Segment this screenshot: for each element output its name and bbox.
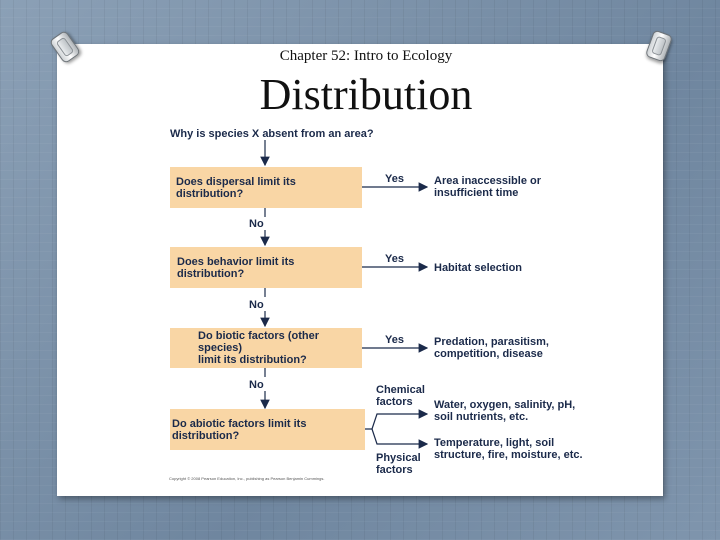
yes-label: Yes — [385, 334, 404, 346]
factor-label: Physical — [376, 452, 421, 464]
no-label: No — [249, 299, 264, 311]
factor-label: factors — [376, 464, 413, 476]
outcome-text: Water, oxygen, salinity, pH, — [434, 399, 576, 411]
question-text: Do abiotic factors limit its distributio… — [172, 417, 307, 442]
outcome-text: Temperature, light, soil — [434, 437, 555, 449]
outcome-text: insufficient time — [434, 187, 519, 199]
outcome-text: structure, fire, moisture, etc. — [434, 449, 583, 461]
chapter-heading: Chapter 52: Intro to Ecology — [279, 48, 453, 64]
outcome-text: Predation, parasitism, — [434, 336, 549, 348]
factor-label: Chemical — [376, 384, 425, 396]
outcome-text: Habitat selection — [434, 262, 523, 274]
question-box: Do biotic factors (other species) limit … — [170, 328, 362, 368]
yes-label: Yes — [385, 173, 404, 185]
question-text: Do biotic factors (other species) — [198, 330, 320, 354]
no-label: No — [249, 218, 264, 230]
copyright-notice: Copyright © 2008 Pearson Education, Inc.… — [169, 476, 325, 481]
outcome-text: competition, disease — [434, 348, 543, 360]
root-question: Why is species X absent from an area? — [170, 128, 374, 140]
branch-connector — [365, 414, 427, 430]
question-box: Does dispersal limit its distribution? — [170, 167, 362, 208]
question-text: Does dispersal limit its distribution? — [176, 175, 296, 200]
question-text: Does behavior limit its distribution? — [177, 255, 295, 280]
branch-connector — [371, 428, 429, 449]
no-label: No — [249, 379, 264, 391]
question-box: Does behavior limit its distribution? — [170, 247, 362, 288]
flowchart-connectors — [260, 140, 580, 449]
question-text: limit its distribution? — [198, 354, 307, 366]
factor-label: factors — [376, 396, 413, 408]
slide-title: Distribution — [259, 70, 473, 119]
flowchart-figure: Why is species X absent from an area? Do… — [165, 122, 583, 484]
outcome-text: Area inaccessible or — [434, 175, 542, 187]
question-box: Do abiotic factors limit its distributio… — [170, 409, 365, 450]
yes-label: Yes — [385, 253, 404, 265]
outcome-text: soil nutrients, etc. — [434, 411, 529, 423]
